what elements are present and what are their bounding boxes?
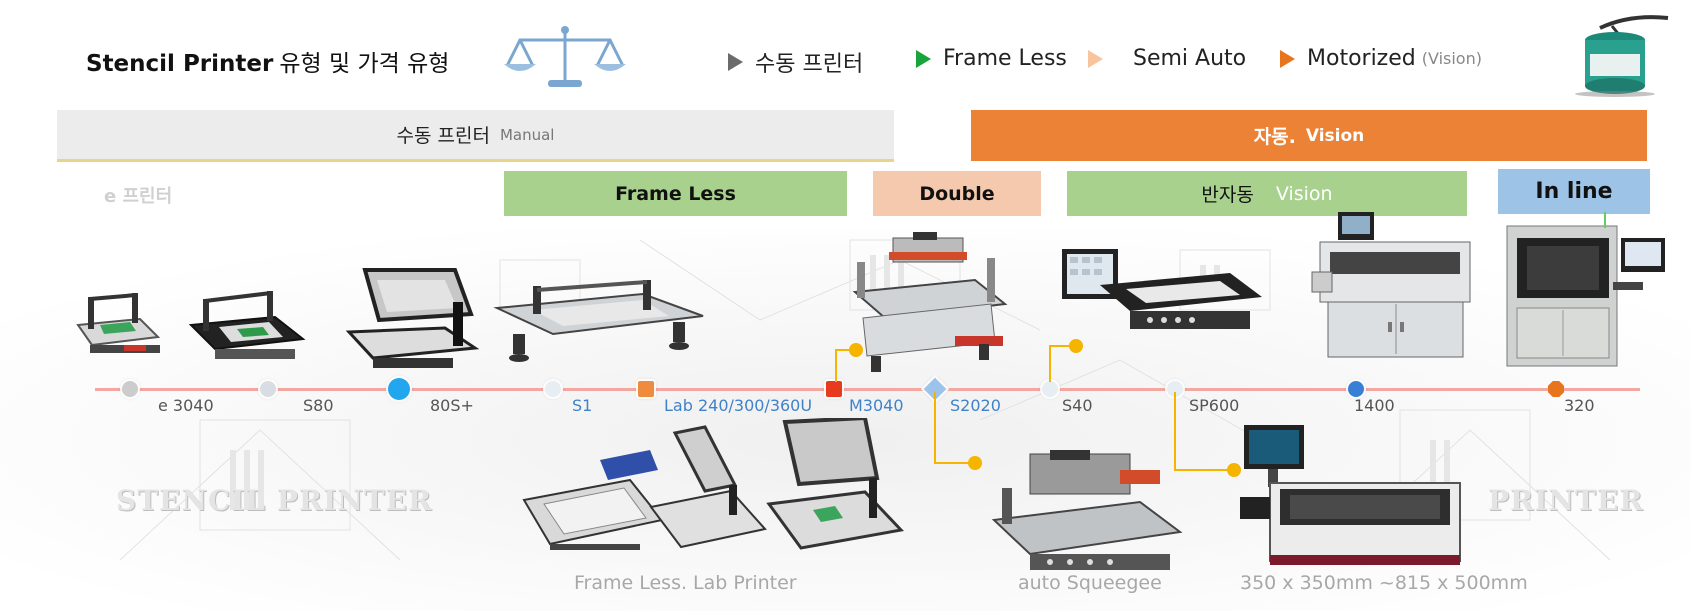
- band-inline: In line: [1498, 169, 1650, 214]
- timeline-marker: [388, 378, 410, 400]
- band-auto-vision: 자동. Vision: [971, 110, 1647, 161]
- band-manual-label: 수동 프린터: [396, 125, 490, 147]
- band-auto-sub: Vision: [1305, 125, 1365, 146]
- legend-semi-auto: Semi Auto: [1088, 46, 1246, 71]
- timeline-model-label: 320: [1564, 396, 1595, 415]
- timeline-marker: [1548, 381, 1564, 397]
- caption-size-range: 350 x 350mm ~815 x 500mm: [1240, 572, 1528, 594]
- watermark-printer: PRINTER: [1488, 484, 1644, 517]
- timeline-marker: [1348, 381, 1364, 397]
- timeline-model-label: S40: [1062, 396, 1093, 415]
- timeline-model-label: S80: [303, 396, 334, 415]
- caption-frameless-lab: Frame Less. Lab Printer: [574, 572, 797, 594]
- legend-motorized-note: (Vision): [1421, 49, 1482, 68]
- timeline-model-label: M3040: [849, 396, 904, 415]
- band-double: Double: [873, 171, 1041, 216]
- printer-80s-plus-image: [345, 268, 480, 368]
- triangle-icon: [1280, 49, 1295, 68]
- balance-scale-icon: [504, 26, 626, 87]
- timeline-model-label: 80S+: [430, 396, 474, 415]
- timeline-model-label: S2020: [950, 396, 1001, 415]
- legend-frameless: Frame Less: [916, 46, 1067, 71]
- printer-s40-image: [1062, 249, 1262, 329]
- frameless-printer-open-image: [649, 425, 767, 549]
- band-auto-label: 자동.: [1253, 126, 1296, 148]
- legend-manual-label: 수동 프린터: [755, 52, 864, 77]
- triangle-icon: [1088, 49, 1103, 68]
- band-semi-label: 반자동: [1201, 184, 1254, 206]
- printer-m3040-image: [852, 232, 1008, 372]
- printer-1400-image: [1311, 212, 1471, 358]
- watermark-stencil-printer: STENCIL PRINTER: [116, 484, 433, 517]
- band-manual-sub: Manual: [499, 125, 555, 144]
- band-manual: 수동 프린터 Manual: [57, 110, 894, 162]
- timeline-model-label: S1: [572, 396, 593, 415]
- band-frameless: Frame Less: [504, 171, 847, 216]
- legend-manual: 수동 프린터: [728, 46, 863, 78]
- frameless-printer-image: [522, 450, 664, 550]
- legend-motorized: Motorized (Vision): [1280, 46, 1482, 71]
- legend-semi-auto-label: Semi Auto: [1133, 46, 1247, 71]
- triangle-icon: [916, 49, 931, 68]
- printer-320-image: [1506, 212, 1665, 367]
- lab-printer-image: [766, 418, 904, 550]
- legend-motorized-label: Motorized: [1307, 46, 1416, 71]
- caption-auto-squeegee: auto Squeegee: [1018, 572, 1162, 594]
- timeline-marker: [1167, 381, 1183, 397]
- legend-frameless-label: Frame Less: [943, 46, 1067, 71]
- printer-e3040-image: [76, 293, 161, 353]
- auto-squeegee-printer-image: [991, 450, 1183, 570]
- timeline-marker: [638, 381, 654, 397]
- printer-s1-image: [493, 280, 704, 362]
- timeline-marker: [260, 381, 276, 397]
- timeline-line: [95, 388, 1640, 391]
- title-bold: Stencil Printer: [86, 51, 274, 77]
- timeline-marker: [826, 381, 842, 397]
- timeline-model-label: SP600: [1189, 396, 1240, 415]
- timeline-model-label: 1400: [1354, 396, 1395, 415]
- solder-paste-jar-icon: [1575, 15, 1669, 97]
- timeline-marker: [545, 381, 561, 397]
- timeline-marker: [122, 381, 138, 397]
- band-semi-sub: Vision: [1275, 182, 1333, 205]
- band-semi-auto: 반자동 Vision: [1067, 171, 1467, 216]
- title-rest: 유형 및 가격 유형: [279, 51, 450, 77]
- timeline-marker: [1042, 381, 1058, 397]
- timeline-model-label: e 3040: [158, 396, 214, 415]
- triangle-icon: [728, 53, 743, 71]
- e-printer-label: e 프린터: [104, 186, 173, 207]
- printer-s80-image: [188, 291, 306, 359]
- printer-sp600-image: [1240, 425, 1461, 565]
- timeline-model-label: Lab 240/300/360U: [664, 396, 813, 415]
